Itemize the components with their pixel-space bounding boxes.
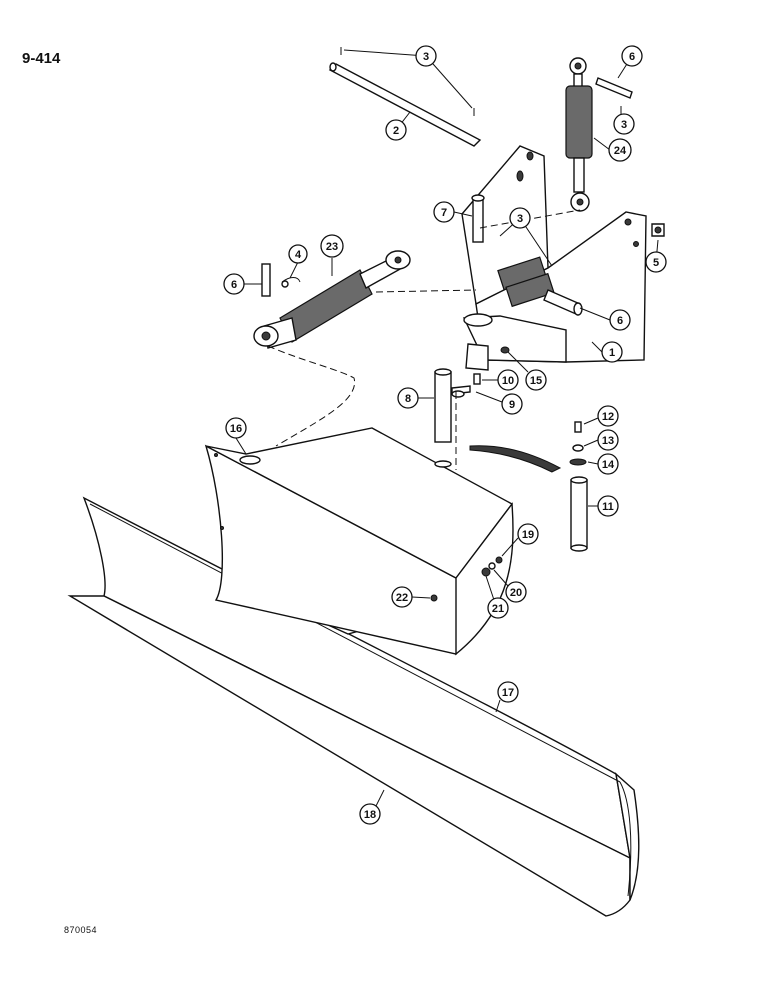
callout-label: 21: [492, 603, 504, 615]
pivot-pin-8: [434, 368, 481, 443]
assembly-line: [375, 289, 477, 293]
callout-c6a: 6: [617, 45, 643, 79]
callout-label: 1: [609, 347, 615, 359]
callout-label: 3: [621, 119, 627, 131]
callout-c10: 10: [482, 369, 519, 391]
pivot-pin-2: [328, 47, 482, 147]
callout-c22: 22: [391, 586, 431, 608]
callout-c17: 17: [495, 681, 519, 713]
callout-c15: 15: [507, 351, 547, 391]
callout-label: 2: [393, 125, 399, 137]
callout-c3b: 3: [613, 113, 635, 135]
assembly-line: [267, 345, 356, 447]
callout-c21: 21: [485, 575, 509, 619]
callout-c6c: 6: [579, 307, 631, 331]
callout-label: 5: [653, 257, 659, 269]
callout-c12: 12: [583, 405, 619, 427]
callout-label: 16: [230, 423, 242, 435]
callout-c8: 8: [397, 387, 434, 409]
callout-label: 6: [629, 51, 635, 63]
callout-c20: 20: [493, 569, 527, 603]
callout-label: 14: [602, 459, 615, 471]
callout-c18: 18: [359, 789, 385, 825]
callout-c16: 16: [225, 417, 247, 455]
callout-label: 3: [517, 213, 523, 225]
callout-label: 23: [326, 241, 338, 253]
callout-label: 6: [231, 279, 237, 291]
pin-7: [471, 194, 485, 243]
callout-c3a: 3: [343, 45, 473, 109]
frame-1: [461, 145, 665, 371]
callout-c7: 7: [433, 201, 473, 223]
callout-label: 15: [530, 375, 542, 387]
direction-arrow: [469, 445, 562, 473]
callout-label: 18: [364, 809, 376, 821]
callout-label: 3: [423, 51, 429, 63]
callout-c3c: 3: [499, 207, 553, 267]
pin-11-stack: [569, 421, 588, 552]
callout-c5: 5: [645, 239, 667, 273]
angle-cylinder-23: [253, 250, 411, 349]
callout-c6b: 6: [223, 273, 262, 295]
callout-c2: 2: [385, 111, 411, 141]
callout-label: 9: [509, 399, 515, 411]
callout-c1: 1: [591, 341, 623, 363]
fasteners-19-22: [481, 556, 503, 577]
callout-label: 8: [405, 393, 411, 405]
callout-label: 11: [602, 501, 614, 513]
callout-label: 4: [295, 249, 302, 261]
callout-c11: 11: [588, 495, 619, 517]
lift-cylinder-24: [565, 57, 633, 212]
callout-label: 13: [602, 435, 614, 447]
page-number: 9-414: [22, 50, 61, 67]
callout-c19: 19: [501, 523, 539, 557]
callout-label: 19: [522, 529, 534, 541]
callout-label: 22: [396, 592, 408, 604]
callout-c14: 14: [587, 453, 619, 475]
pin-6-right: [543, 289, 583, 316]
callout-c23: 23: [320, 234, 344, 276]
callout-c24: 24: [593, 137, 632, 162]
callout-c4: 4: [288, 244, 308, 279]
callout-label: 20: [510, 587, 522, 599]
drawing-code: 870054: [64, 925, 98, 935]
callout-c9: 9: [475, 391, 523, 415]
callout-label: 7: [441, 207, 447, 219]
callout-label: 10: [502, 375, 514, 387]
callout-label: 24: [614, 145, 627, 157]
callout-label: 6: [617, 315, 623, 327]
callout-label: 17: [502, 687, 514, 699]
callout-c13: 13: [583, 429, 619, 451]
callout-label: 12: [602, 411, 614, 423]
